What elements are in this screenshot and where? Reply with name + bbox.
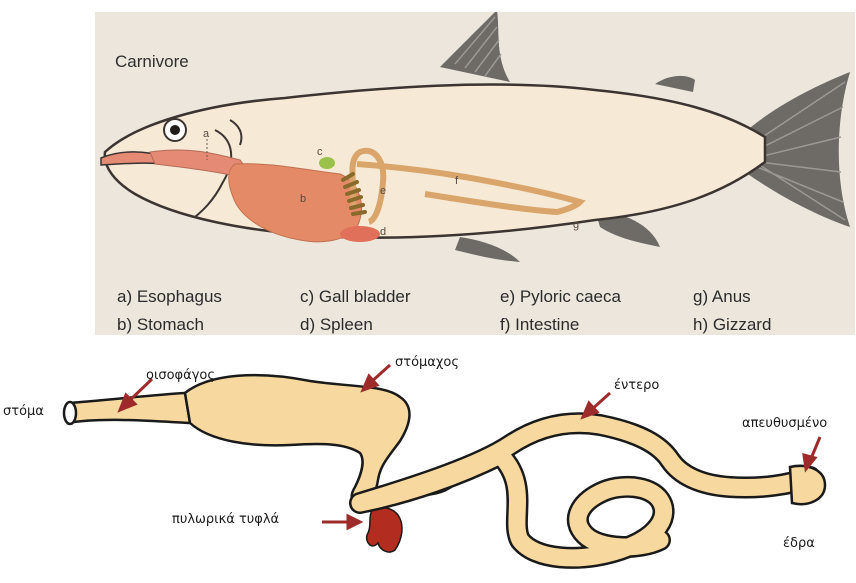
label-esophagus: οισοφάγος [146,368,215,383]
carnivore-panel: a b c d e f g Carnivore a) Esophagus b) … [95,12,855,335]
pelvic-fin [455,237,520,262]
legend-gall-bladder: c) Gall bladder [300,287,411,307]
part-letter-a: a [203,128,210,140]
gut-diagram [0,345,856,583]
label-stomach: στόμαχος [395,355,459,370]
label-mouth: στόμα [3,404,44,419]
legend-anus: g) Anus [693,287,751,307]
panel-title: Carnivore [115,52,189,72]
stomach [229,164,362,242]
part-letter-d: d [380,226,386,238]
label-pyloric-caeca: πυλωρικά τυφλά [172,512,279,527]
adipose-fin [655,76,695,92]
legend-stomach: b) Stomach [117,315,204,335]
gut-stomach [185,375,409,503]
label-anus: έδρα [783,536,815,551]
label-rectum: απευθυσμένο [742,416,827,431]
legend-gizzard: h) Gizzard [693,315,771,335]
legend-esophagus: a) Esophagus [117,287,222,307]
part-letter-c: c [317,146,323,158]
part-letter-b: b [300,193,306,205]
gut-mouth-opening [64,402,76,424]
part-letter-e: e [380,185,386,197]
gut-rectum [790,466,825,504]
gall-bladder [319,157,335,169]
part-letter-g: g [573,219,579,231]
legend-spleen: d) Spleen [300,315,373,335]
legend-intestine: f) Intestine [500,315,579,335]
spleen [340,226,380,242]
legend-pyloric-caeca: e) Pyloric caeca [500,287,621,307]
label-intestine: έντερο [614,378,659,393]
